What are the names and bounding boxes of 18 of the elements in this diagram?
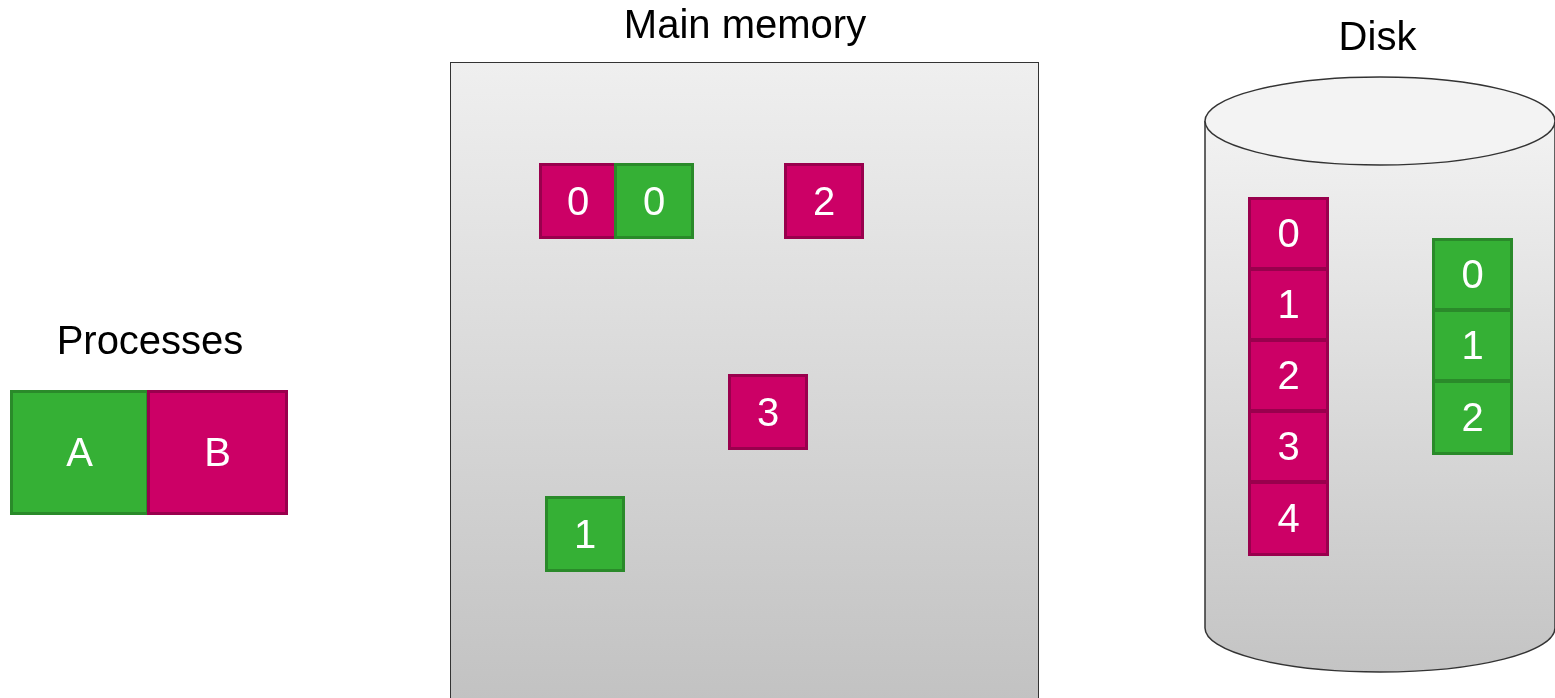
memory-page: 1: [1248, 268, 1329, 341]
process-block: B: [147, 390, 288, 515]
memory-page: 0: [1248, 197, 1329, 270]
memory-page: 2: [1432, 380, 1513, 455]
memory-page: 3: [728, 374, 808, 450]
memory-page: 2: [784, 163, 864, 239]
disk-title: Disk: [1337, 14, 1418, 59]
memory-page: 1: [1432, 309, 1513, 382]
memory-page: 0: [539, 163, 617, 239]
memory-page: 3: [1248, 410, 1329, 483]
process-block: A: [10, 390, 149, 515]
memory-page: 0: [1432, 238, 1513, 311]
group-label: Processes: [55, 318, 245, 363]
memory-page: 2: [1248, 339, 1329, 412]
memory-page: 4: [1248, 481, 1329, 556]
memory-page: 1: [545, 496, 625, 572]
memory-title: Main memory: [622, 2, 868, 47]
memory-page: 0: [614, 163, 694, 239]
